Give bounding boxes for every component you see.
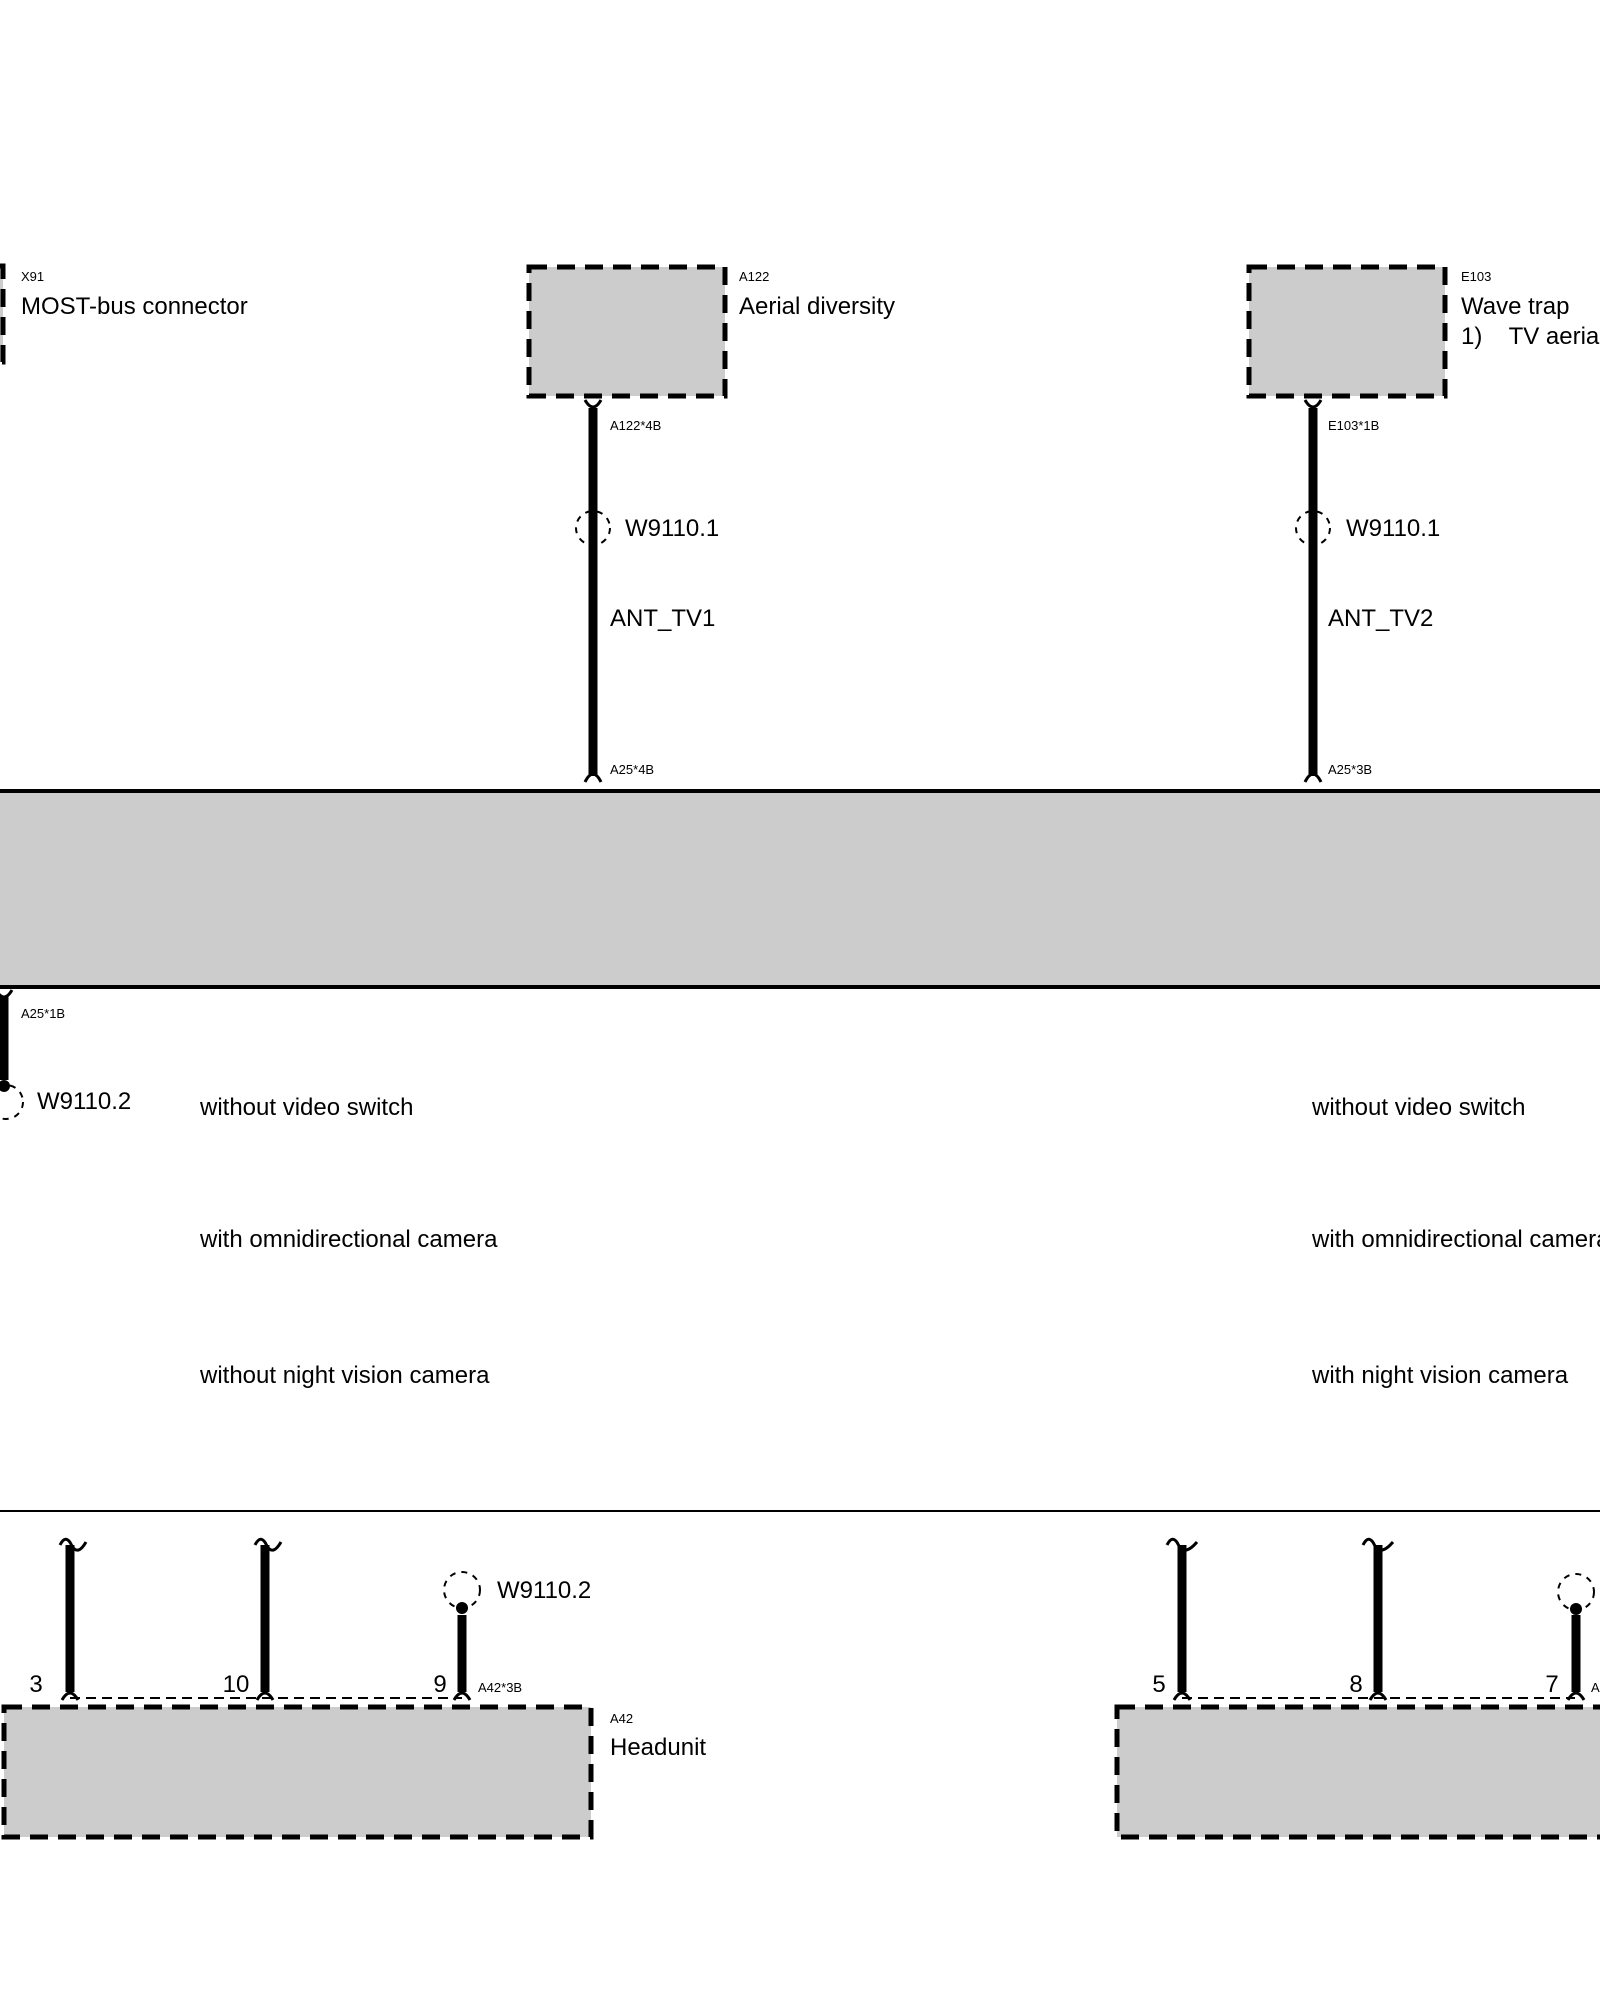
x91-box[interactable] [0,263,6,365]
pin-number: 5 [1152,1671,1165,1698]
condition-left-1: without video switch [199,1094,413,1121]
a122-box[interactable] [526,264,728,399]
a25-4b-pin: A25*4B [610,762,654,777]
e103-name: Wave trap [1461,293,1569,320]
x91-name: MOST-bus connector [21,293,248,320]
ant-tv1-signal: ANT_TV1 [610,605,715,632]
right-module-box[interactable] [1114,1704,1600,1840]
a122-name: Aerial diversity [739,293,895,320]
pin-number: 8 [1349,1671,1362,1698]
condition-right-1: without video switch [1311,1094,1525,1121]
pin-number: 10 [223,1671,250,1698]
e103-pin: E103*1B [1328,418,1379,433]
a42-name: Headunit [610,1734,706,1761]
ant-tv1-shield: W9110.1 [625,515,719,542]
a25-1b-shield: W9110.2 [37,1088,131,1115]
a42-shield: W9110.2 [497,1577,591,1604]
shield-circle-icon [575,510,611,546]
e103-box[interactable] [1246,264,1448,399]
a42-id: A42 [610,1711,633,1726]
a42-pin-wires[interactable] [58,1537,481,1701]
a122-id: A122 [739,269,769,284]
a42-box[interactable] [1,1704,594,1840]
right-pin-wires[interactable] [1165,1537,1595,1701]
pin-number: 9 [433,1671,446,1698]
e103-id: E103 [1461,269,1491,284]
a25-3b-pin: A25*3B [1328,762,1372,777]
wire-ant-tv2[interactable] [1295,399,1331,783]
shield-circle-icon [0,1084,24,1120]
condition-left-3: without night vision camera [199,1362,490,1389]
condition-right-2: with omnidirectional camera [1311,1226,1600,1253]
a42-pin-label: A42*3B [478,1680,522,1695]
x91-id: X91 [21,269,44,284]
a25-1b-pin: A25*1B [21,1006,65,1021]
a122-pin: A122*4B [610,418,661,433]
right-pin-label: A [1591,1680,1600,1695]
condition-left-2: with omnidirectional camera [199,1226,498,1253]
condition-right-3: with night vision camera [1311,1362,1569,1389]
wire-a25-1b[interactable] [0,989,24,1120]
pin-number: 7 [1545,1671,1558,1698]
ant-tv2-shield: W9110.1 [1346,515,1440,542]
wire-ant-tv1[interactable] [575,399,611,783]
e103-note: 1) TV aerial [1461,323,1600,350]
shield-circle-icon [1295,510,1331,546]
pin-number: 3 [29,1671,42,1698]
ant-tv2-signal: ANT_TV2 [1328,605,1433,632]
a25-module-box[interactable] [0,789,1600,989]
